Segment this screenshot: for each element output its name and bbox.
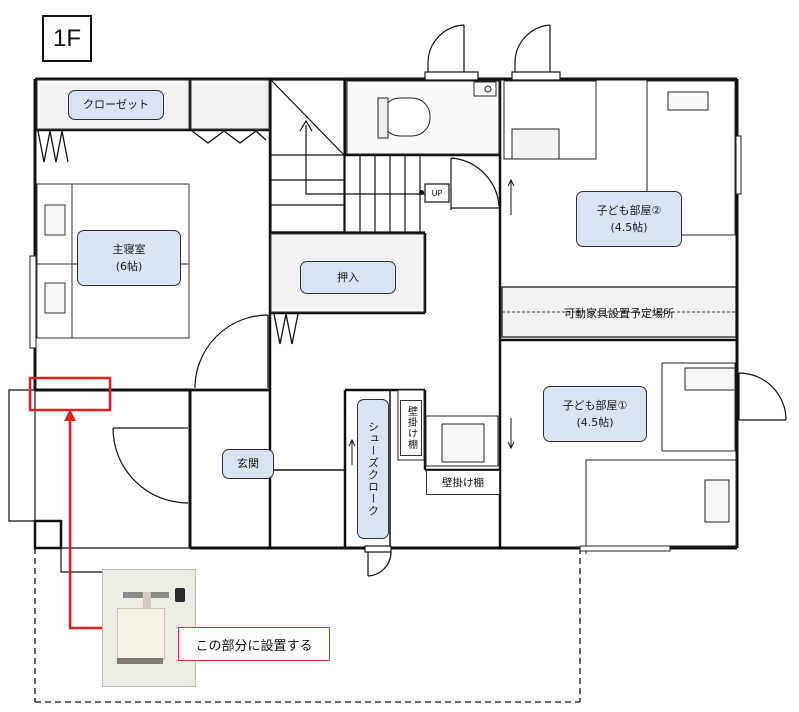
device-photo [102,569,196,687]
stairs-up-label: UP [431,188,443,198]
child-room-1-name: 子ども部屋① [562,398,628,412]
installation-callout: この部分に設置する [178,627,330,661]
master-bedroom-name: 主寝室 [112,242,146,256]
top-exterior-doors [424,24,561,81]
child-room-1-furniture [579,362,737,554]
bedroom-window [29,255,37,349]
master-bedroom-size: (6帖) [115,260,143,273]
child-room-1-label: 子ども部屋① (4.5帖) [543,386,647,442]
stairs-marker-dot [419,190,424,195]
master-bedroom-label: 主寝室 (6帖) [77,230,181,286]
sliding-arrows [348,178,515,465]
child-room-2-size: (4.5帖) [610,221,648,234]
entrance-label: 玄関 [222,449,274,479]
closet-label: クローゼット [68,90,164,120]
oshiire-label-text: 押入 [337,270,359,284]
child-room-1-size: (4.5帖) [576,416,614,429]
entrance-label-text: 玄関 [237,457,259,471]
porch-outline [8,389,190,573]
bottom-small-door [364,545,392,577]
child-room-2-name: 子ども部屋② [596,203,662,217]
hall-door [450,157,500,210]
oshiire-label: 押入 [300,261,396,294]
shoe-cloak-label: シューズクローク [357,399,389,539]
wall-shelf-vertical-label: 壁掛け棚 [400,400,422,456]
exterior-dashed-area [34,548,581,703]
floor-label: 1F [42,15,92,62]
child-room-1-door [738,372,787,421]
closet-shelf-2 [190,79,270,130]
staircase [270,79,450,233]
install-location-marker [28,376,112,412]
wall-shelf-horizontal-label: 壁掛け棚 [426,470,500,495]
master-bedroom-door [194,314,269,389]
toilet [346,80,500,155]
closet-door-symbols [37,130,299,345]
entrance-door [112,427,189,504]
child-room-2-furniture [503,80,742,236]
child-room-2-label: 子ども部屋② (4.5帖) [576,191,682,247]
shoe-cloak-label-text: シューズクローク [366,421,380,517]
closet-label-text: クローゼット [83,98,149,112]
movable-furniture-label: 可動家具設置予定場所 [564,307,674,320]
